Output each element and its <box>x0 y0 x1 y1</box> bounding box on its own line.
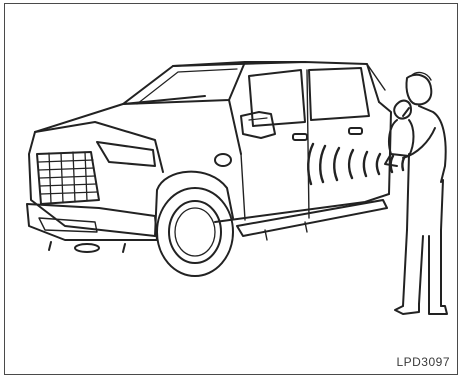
person-holding-child <box>385 73 447 314</box>
running-board <box>237 200 387 236</box>
front-door-window <box>249 70 305 126</box>
pickup-truck <box>27 62 391 276</box>
truck-illustration <box>5 4 459 376</box>
rear-door-handle <box>349 128 362 134</box>
headlight <box>97 142 155 166</box>
fuel-door <box>215 154 231 166</box>
rear-door-window <box>309 68 369 120</box>
front-door-handle <box>293 134 307 140</box>
figure-frame: LPD3097 <box>4 3 458 375</box>
figure-code: LPD3097 <box>396 355 450 369</box>
